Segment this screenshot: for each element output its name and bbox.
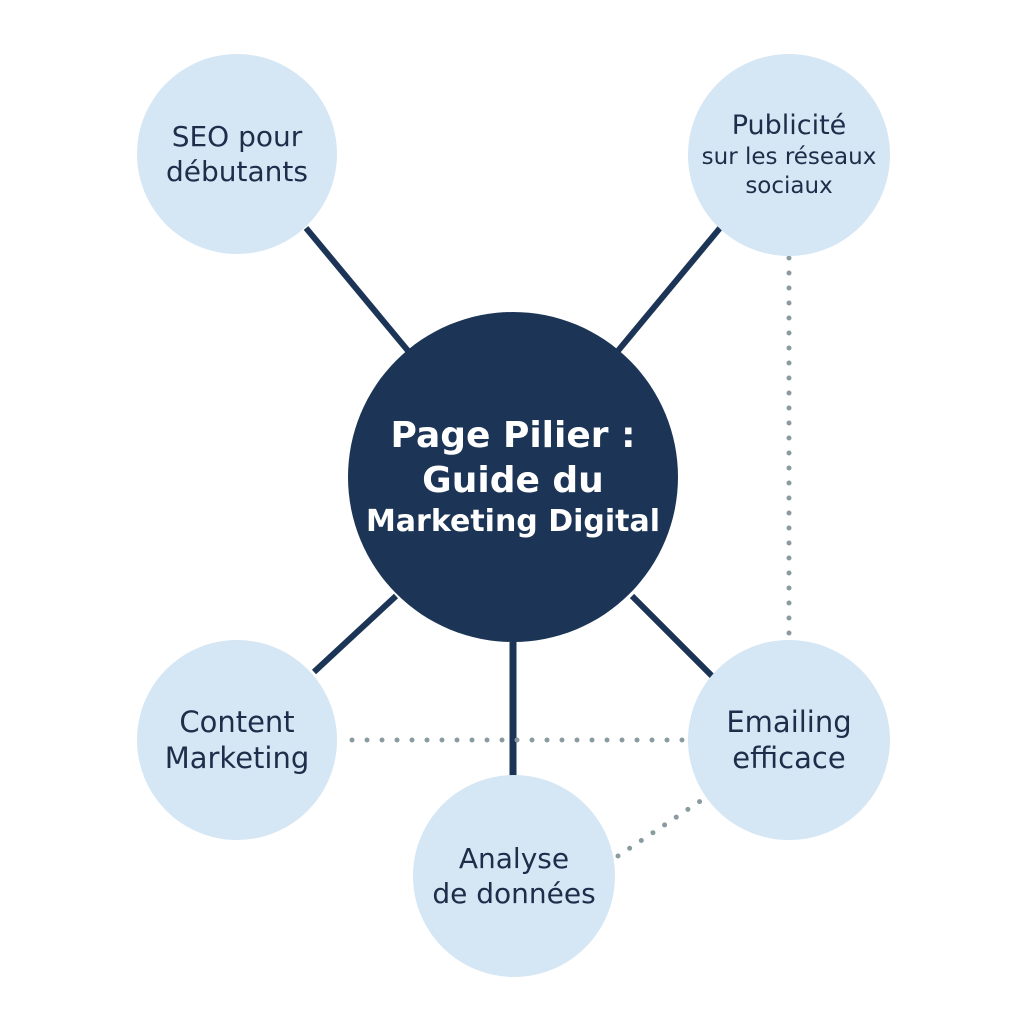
pillar-line-1: Page Pilier :	[390, 415, 636, 457]
cluster-social-ads-line-2: sur les réseaux	[701, 144, 877, 171]
cluster-social-ads-line-1: Publicité	[731, 110, 847, 142]
cluster-seo: SEO pour débutants	[137, 54, 337, 254]
cluster-social-ads: Publicité sur les réseaux sociaux	[688, 54, 890, 256]
cluster-email-line-2: efficace	[732, 741, 846, 775]
cluster-analyse-line-2: de données	[432, 877, 596, 910]
pillar-line-2: Guide du	[422, 460, 604, 502]
cluster-seo-line-2: débutants	[166, 155, 308, 188]
cluster-data-analysis: Analyse de données	[413, 775, 615, 977]
cluster-analyse-line-1: Analyse	[458, 842, 570, 875]
connector-pillar-content	[311, 593, 399, 675]
connector-pillar-email	[629, 593, 715, 679]
cluster-content-marketing: Content Marketing	[137, 640, 337, 840]
pillar-page-node: Page Pilier : Guide du Marketing Digital	[348, 312, 678, 642]
cluster-seo-line-1: SEO pour	[171, 120, 303, 153]
cluster-social-ads-line-3: sociaux	[745, 172, 833, 199]
connector-pillar-ads	[614, 226, 723, 354]
pillar-line-3: Marketing Digital	[365, 504, 661, 540]
dotted-link-analyse-email	[615, 797, 705, 859]
cluster-emailing: Emailing efficace	[688, 640, 890, 840]
connector-pillar-seo	[303, 226, 412, 354]
cluster-content-line-1: Content	[179, 704, 295, 739]
cluster-email-line-1: Emailing	[726, 704, 852, 739]
cluster-content-line-2: Marketing	[164, 741, 310, 775]
